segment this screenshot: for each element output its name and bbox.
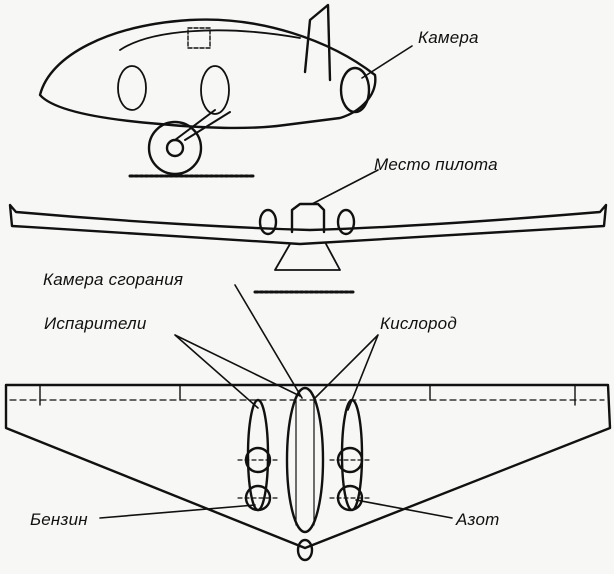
wing-front xyxy=(8,203,608,246)
wing-panels xyxy=(39,384,576,406)
fuselage-lines xyxy=(295,399,315,526)
label-nitrogen: Азот xyxy=(456,510,500,529)
top-view xyxy=(4,284,612,562)
label-oxygen: Кислород xyxy=(380,314,457,333)
front-view xyxy=(8,169,608,294)
pilot-leader xyxy=(311,169,379,205)
camera-leader xyxy=(361,45,413,79)
fuselage-front xyxy=(290,202,326,234)
camera-engine xyxy=(339,66,371,114)
fuselage-top xyxy=(285,386,325,534)
oxygen-leader xyxy=(314,334,379,411)
canopy xyxy=(119,29,301,51)
evaporators-leader xyxy=(174,334,301,409)
tank-front-right xyxy=(336,208,356,236)
cockpit-window xyxy=(187,27,211,49)
wing-top xyxy=(4,383,612,550)
wheel-hub xyxy=(165,138,185,158)
tank-top-right xyxy=(340,398,364,512)
gear-front xyxy=(274,243,341,271)
tail-fin xyxy=(303,3,332,82)
combustion-leader xyxy=(234,284,303,399)
label-combustion-chamber: Камера сгорания xyxy=(43,270,184,289)
side-view xyxy=(38,3,413,178)
nitrogen-leader xyxy=(355,499,453,519)
wheel xyxy=(147,120,203,176)
tank-side-2 xyxy=(200,65,230,115)
tank-top-left xyxy=(246,398,270,512)
label-camera: Камера xyxy=(418,28,479,47)
label-evaporators: Испарители xyxy=(44,314,147,333)
fuselage-side xyxy=(38,18,377,130)
tank-side-1 xyxy=(117,65,147,111)
petrol-leader xyxy=(99,504,256,519)
label-petrol: Бензин xyxy=(30,510,88,529)
tail-wheel-top xyxy=(296,538,314,562)
crosshairs xyxy=(237,459,371,499)
gear-strut xyxy=(174,109,231,141)
label-pilot-seat: Место пилота xyxy=(374,155,498,174)
tank-front-left xyxy=(258,208,278,236)
